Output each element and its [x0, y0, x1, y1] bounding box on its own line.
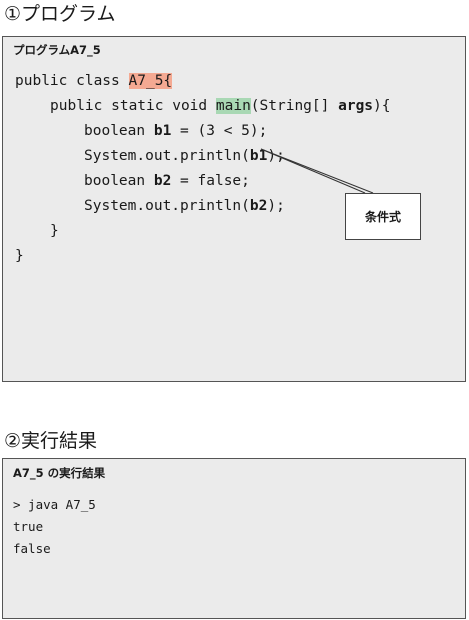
code-line-7: } — [50, 223, 59, 239]
result-section-heading: ②実行結果 — [4, 430, 98, 452]
code-token: System.out.println( — [84, 198, 250, 214]
program-section-heading: ①プログラム — [4, 3, 116, 25]
callout-pointer — [260, 148, 374, 194]
code-line-4: System.out.println(b1); — [84, 146, 285, 166]
code-line-3: boolean b1 = (3 < 5); — [84, 121, 267, 141]
code-line-5: boolean b2 = false; — [84, 171, 250, 191]
code-token: public class — [15, 73, 129, 89]
callout-label: 条件式 — [364, 210, 401, 224]
code-line-8: } — [15, 248, 24, 264]
result-caption: A7_5 の実行結果 — [13, 466, 106, 480]
code-token: public static void — [50, 98, 216, 114]
result-panel: A7_5 の実行結果 > java A7_5 true false — [2, 458, 466, 619]
code-token: (String[] — [250, 98, 339, 114]
args-token: args — [338, 98, 374, 114]
result-line-output-1: true — [13, 519, 44, 534]
main-method-highlight: main — [215, 98, 251, 114]
code-line-2: public static void main(String[] args){ — [50, 96, 391, 116]
open-brace-highlight: { — [163, 73, 173, 89]
result-line-output-2: false — [13, 541, 51, 556]
code-token: ); — [267, 148, 285, 164]
condition-expression: = (3 < 5); — [171, 123, 268, 139]
variable-b2: b2 — [249, 198, 268, 214]
variable-b1: b1 — [153, 123, 172, 139]
condition-callout: 条件式 — [345, 193, 421, 240]
code-token: System.out.println( — [84, 148, 250, 164]
result-line-command: > java A7_5 — [13, 497, 96, 512]
code-token: boolean — [84, 173, 154, 189]
code-token: boolean — [84, 123, 154, 139]
code-token: = false; — [171, 173, 250, 189]
code-line-6: System.out.println(b2); — [84, 196, 285, 216]
class-name-highlight: A7_5 — [128, 73, 164, 89]
variable-b2: b2 — [153, 173, 172, 189]
code-line-1: public class A7_5{ — [15, 71, 173, 91]
program-caption: プログラムA7_5 — [13, 43, 101, 57]
code-token: ); — [267, 198, 285, 214]
code-token: ){ — [373, 98, 391, 114]
code-block: public class A7_5{ public static void ma… — [3, 37, 391, 309]
program-panel: プログラムA7_5 public class A7_5{ public stat… — [2, 36, 466, 382]
variable-b1: b1 — [249, 148, 268, 164]
